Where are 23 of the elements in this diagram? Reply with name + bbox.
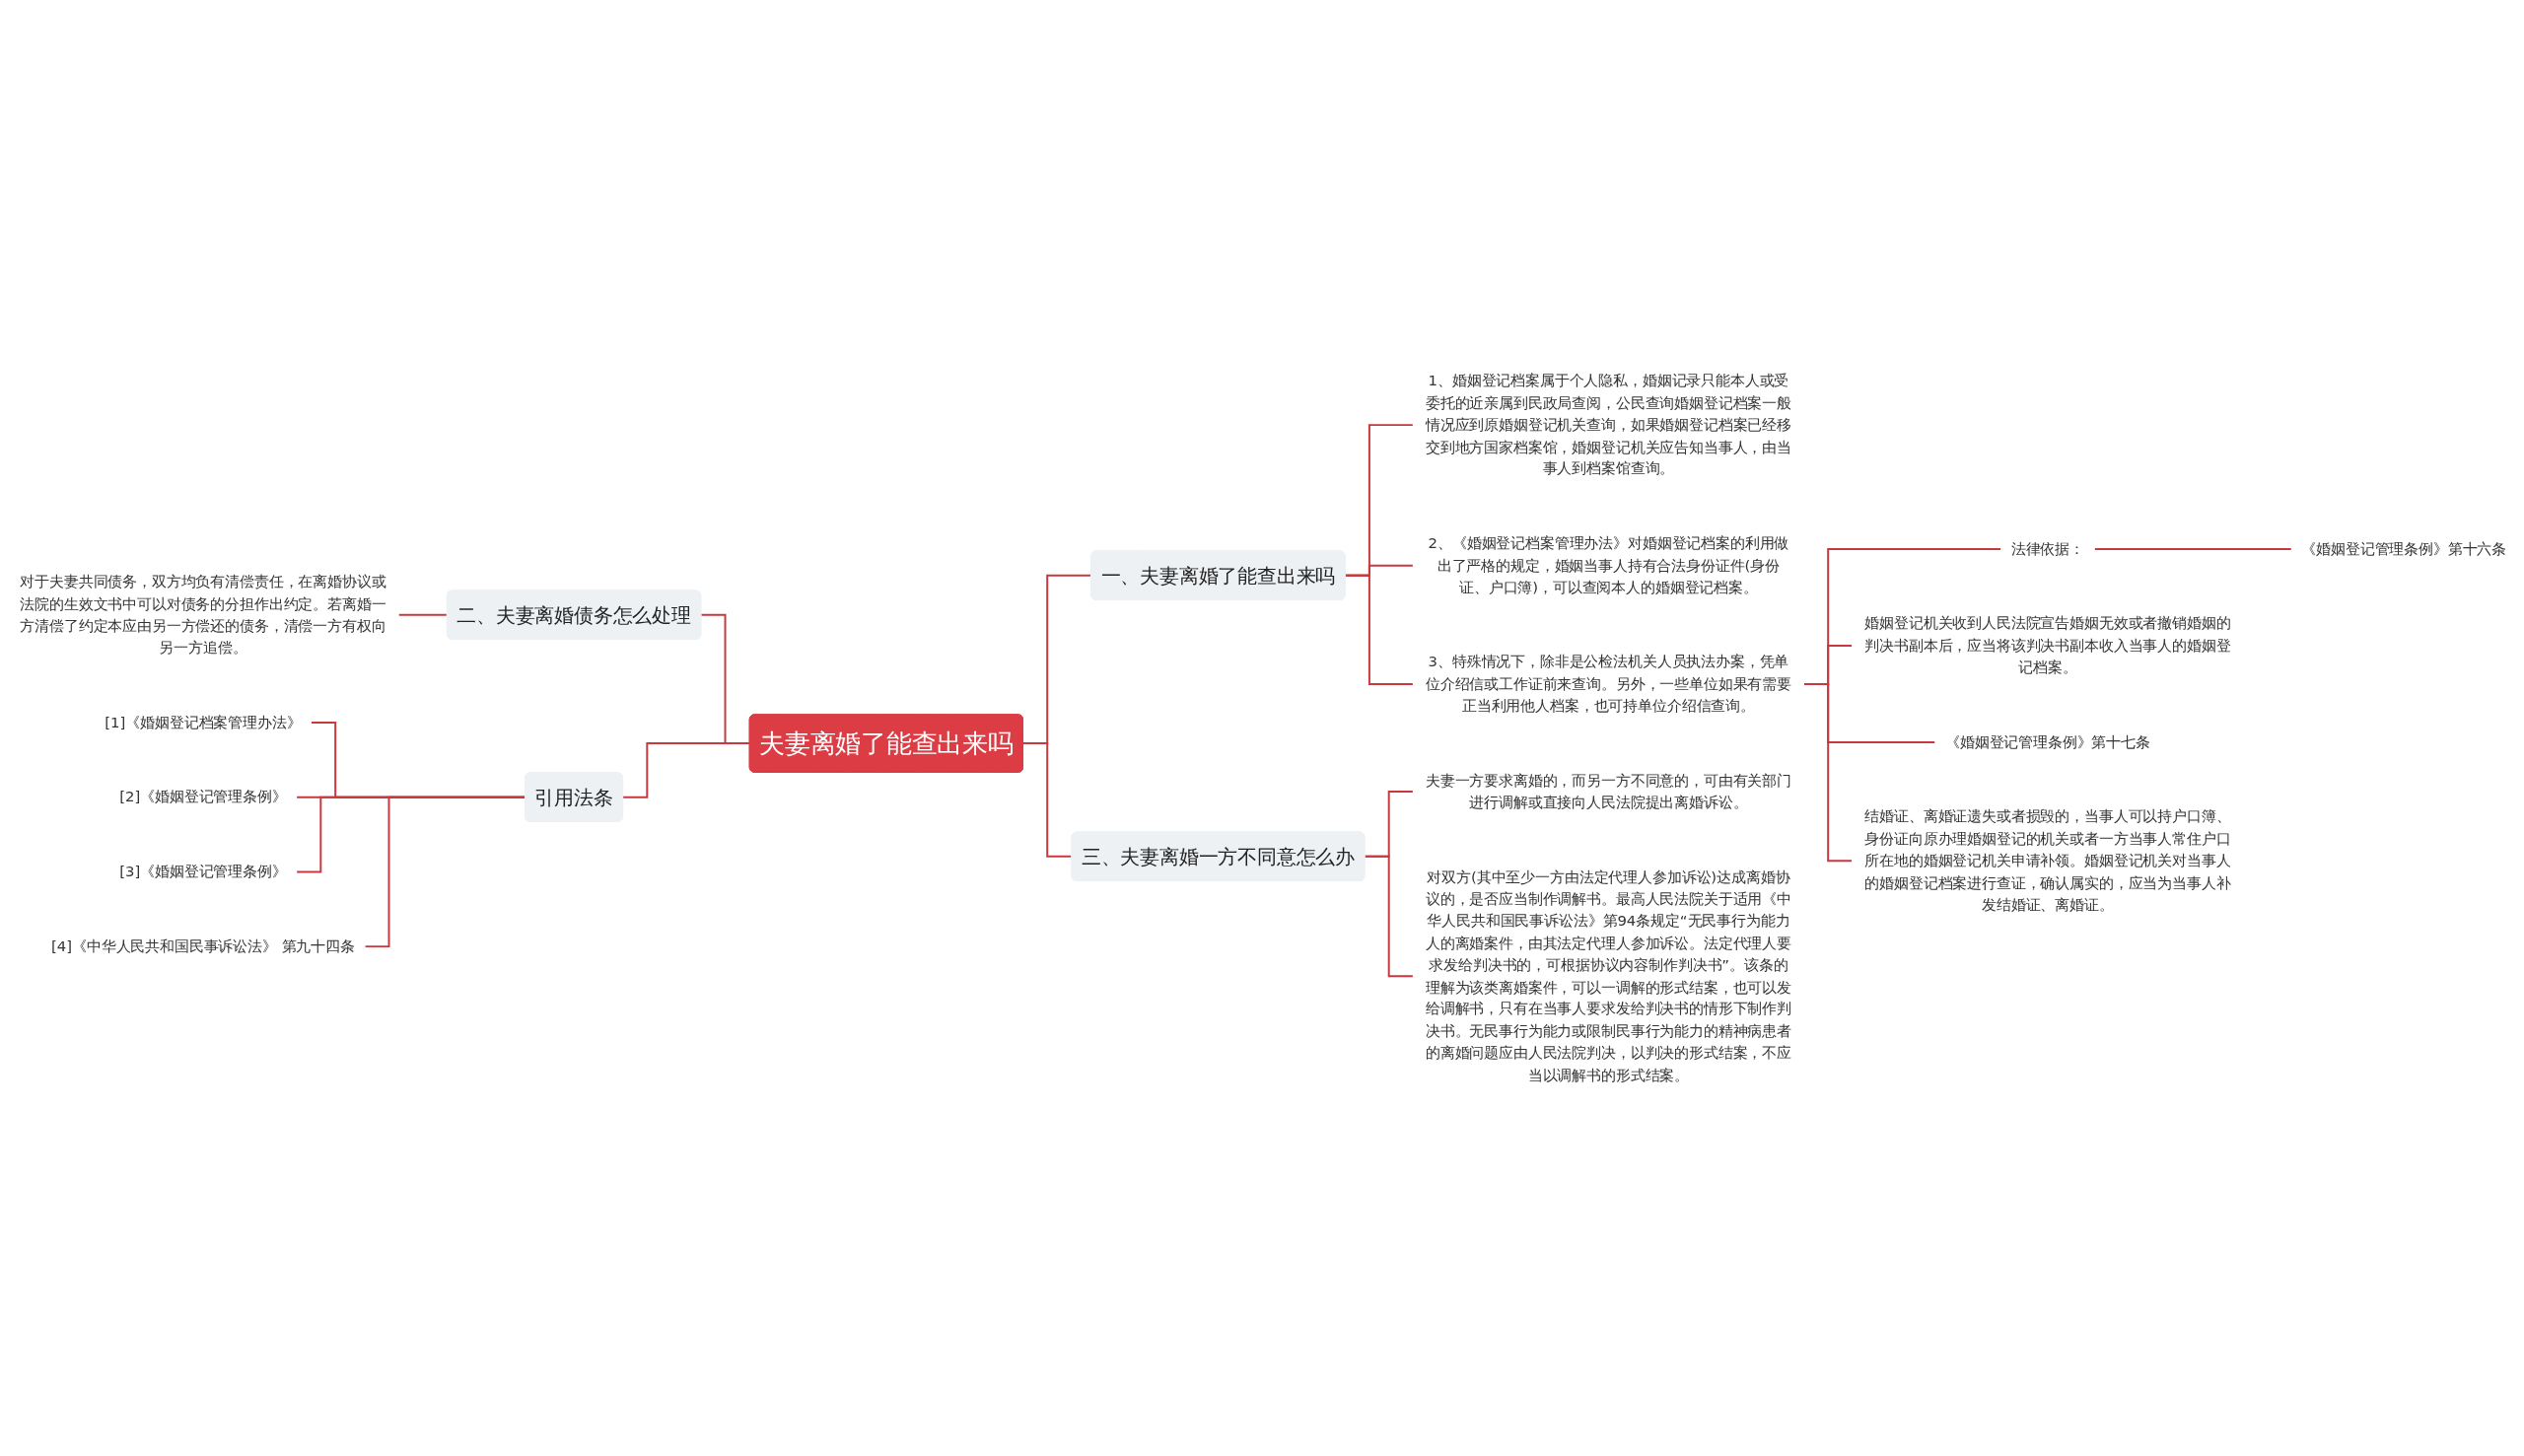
connector <box>1344 574 1415 685</box>
connector <box>2092 548 2293 550</box>
node-text: 《婚姻登记管理条例》第十七条 <box>1944 732 2150 751</box>
connector <box>1021 742 1073 858</box>
node-text: 2、《婚姻登记档案管理办法》对婚姻登记档案的利用做出了严格的规定，婚姻当事人持有合法身份证件(身份证、户口簿)，可以查阅本人的婚姻登记档案。 <box>1428 534 1789 596</box>
connector <box>396 613 449 616</box>
node-text: 3、特殊情况下，除非是公检法机关人员执法办案，凭单位介绍信或工作证前来查询。另外，一些单位如果有需要正当利用他人档案，也可持单位介绍信查询。 <box>1425 653 1792 715</box>
node-text: 对于夫妻共同债务，双方均负有清偿责任，在离婚协议或法院的生效文书中可以对债务的分担作出约定。若离婚一方清偿了约定本应由另一方偿还的债务，清偿一方有权向另一方追偿。 <box>20 573 386 657</box>
connector <box>1802 682 1854 863</box>
connector <box>621 742 751 798</box>
node-text: [1]《婚姻登记档案管理办法》 <box>105 713 302 731</box>
node-text: [2]《婚姻登记管理条例》 <box>119 788 287 806</box>
node-text: 《婚姻登记管理条例》第十六条 <box>2301 539 2507 558</box>
node-text: [3]《婚姻登记管理条例》 <box>119 863 287 881</box>
node-text: 对双方(其中至少一方由法定代理人参加诉讼)达成离婚协议的，是否应当制作调解书。最高人民法院关于适用《中华人民共和国民事诉讼法》第94条规定“无民事行为能力人的离婚案件，由其法定代理人参加诉讼。法定代理人要求发给判决书的，可根据协议内容制作判决书”。该条的理解为该类离婚案件，可以一调解的形式结案，也可以发给调解书，只有在当事人要求发给判决书的情形下制作判决书。无民事行为能力或限制民事行为能力的精神病患者的离婚问题应由人民法院判决，以判决的形式结案，不应当以调解书的形式结案。 <box>1425 867 1792 1084</box>
node-text: 婚姻登记机关收到人民法院宣告婚姻无效或者撤销婚姻的判决书副本后，应当将该判决书副本收入当事人的婚姻登记档案。 <box>1864 614 2231 676</box>
connector <box>363 796 526 948</box>
node-text: 结婚证、离婚证遗失或者损毁的，当事人可以持户口簿、身份证向原办理婚姻登记的机关或者一方当事人常住户口所在地的婚姻登记机关申请补领。婚姻登记机关对当事人的婚姻登记档案进行查证，确认属实的，应当为当事人补发结婚证、离婚证。 <box>1864 807 2231 914</box>
node-text: [4]《中华人民共和国民事诉讼法》 第九十四条 <box>50 936 355 955</box>
node-text: 夫妻一方要求离婚的，而另一方不同意的，可由有关部门进行调解或直接向人民法院提出离婚诉讼。 <box>1425 771 1792 811</box>
node-text: 法律依据： <box>2010 539 2085 558</box>
connector <box>1363 855 1415 978</box>
node-text: 1、婚姻登记档案属于个人隐私，婚姻记录只能本人或受委托的近亲属到民政局查阅，公民查询婚姻登记档案一般情况应到原婚姻登记机关查询，如果婚姻登记档案已经移交到地方国家档案馆，婚姻登记机关应告知当事人，由当事人到档案馆查询。 <box>1425 372 1792 478</box>
